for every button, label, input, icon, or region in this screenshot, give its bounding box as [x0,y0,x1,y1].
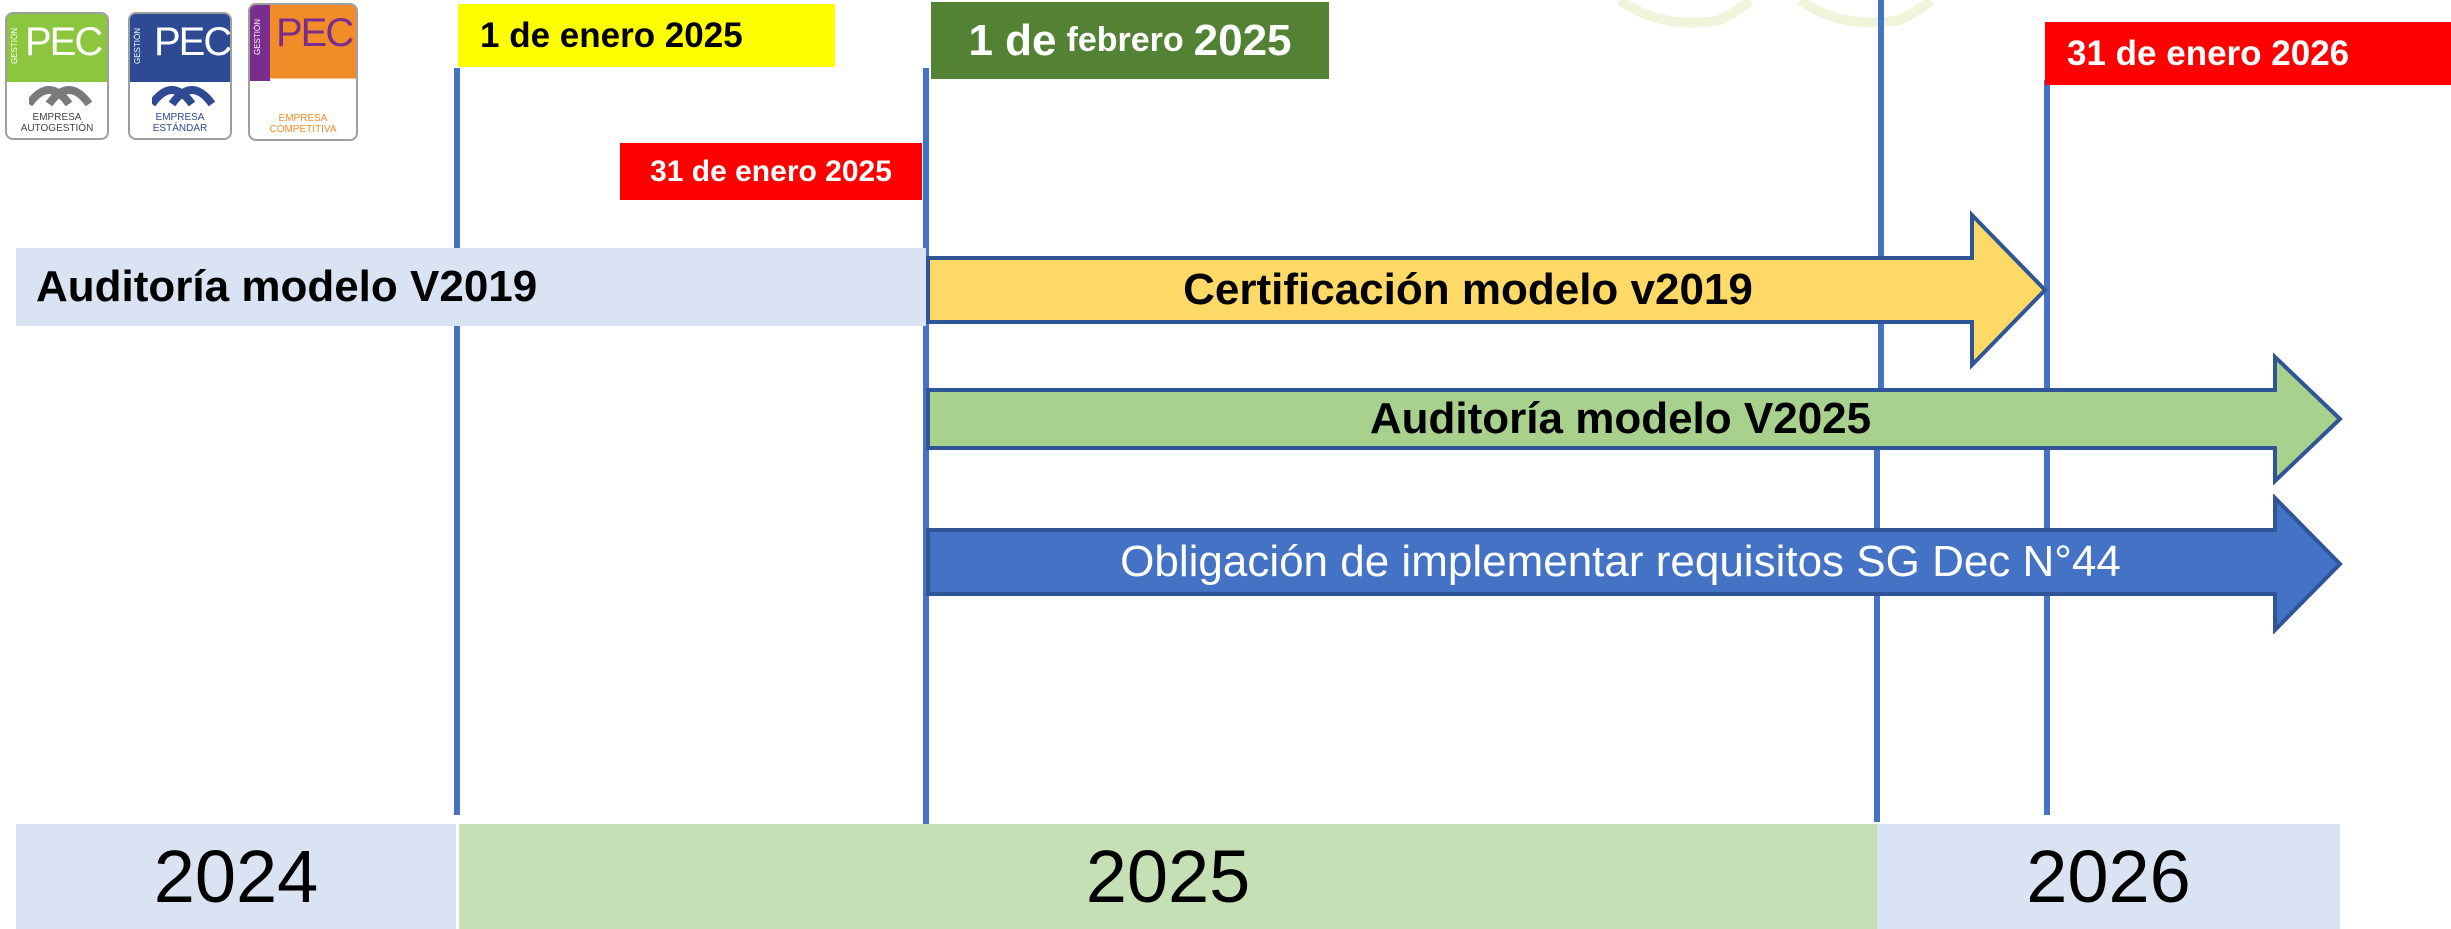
pec-swoosh-icon [29,86,93,106]
milestone-feb1-2025: 1 de febrero 2025 [931,2,1329,79]
milestone-jan31-2025: 31 de enero 2025 [620,143,922,200]
pec-estandar-logo: GESTIÓN PEC EMPRESA ESTÁNDAR [128,12,232,140]
pec-competitiva-logo: GESTIÓN PEC EMPRESA COMPETITIVA [248,3,358,141]
arrow-audit-v2025-label: Auditoría modelo V2025 [1369,394,1872,443]
logo-brand: PEC [276,11,354,55]
arrow-cert-v2019 [926,210,2048,370]
year-2024: 2024 [16,824,456,929]
arrow-obligation-dec44 [926,494,2343,634]
pec-swoosh-icon [152,86,216,106]
pec-autogestion-logo: GESTIÓN PEC EMPRESA AUTOGESTIÓN [5,12,109,140]
timeline-line-2025-start [454,68,460,815]
year-2025: 2025 [459,824,1877,929]
arrow-obligation-dec44-label: Obligación de implementar requisitos SG … [1120,537,2121,586]
timeline-line-2026-start-upper [1878,0,1884,410]
background-watermark [1617,0,1934,28]
logo-brand: PEC [154,20,231,64]
logo-brand: PEC [25,20,103,64]
arrow-cert-v2019-label: Certificación modelo v2019 [1183,265,1753,314]
arrow-audit-v2025 [926,352,2343,486]
year-2026: 2026 [1877,824,2340,929]
bar-audit-v2019: Auditoría modelo V2019 [16,248,926,326]
pec-swoosh-icon [278,81,342,101]
timeline-line-2026-start-lower [1874,410,1880,822]
milestone-jan1-2025: 1 de enero 2025 [458,4,835,67]
milestone-jan31-2026: 31 de enero 2026 [2045,22,2451,85]
